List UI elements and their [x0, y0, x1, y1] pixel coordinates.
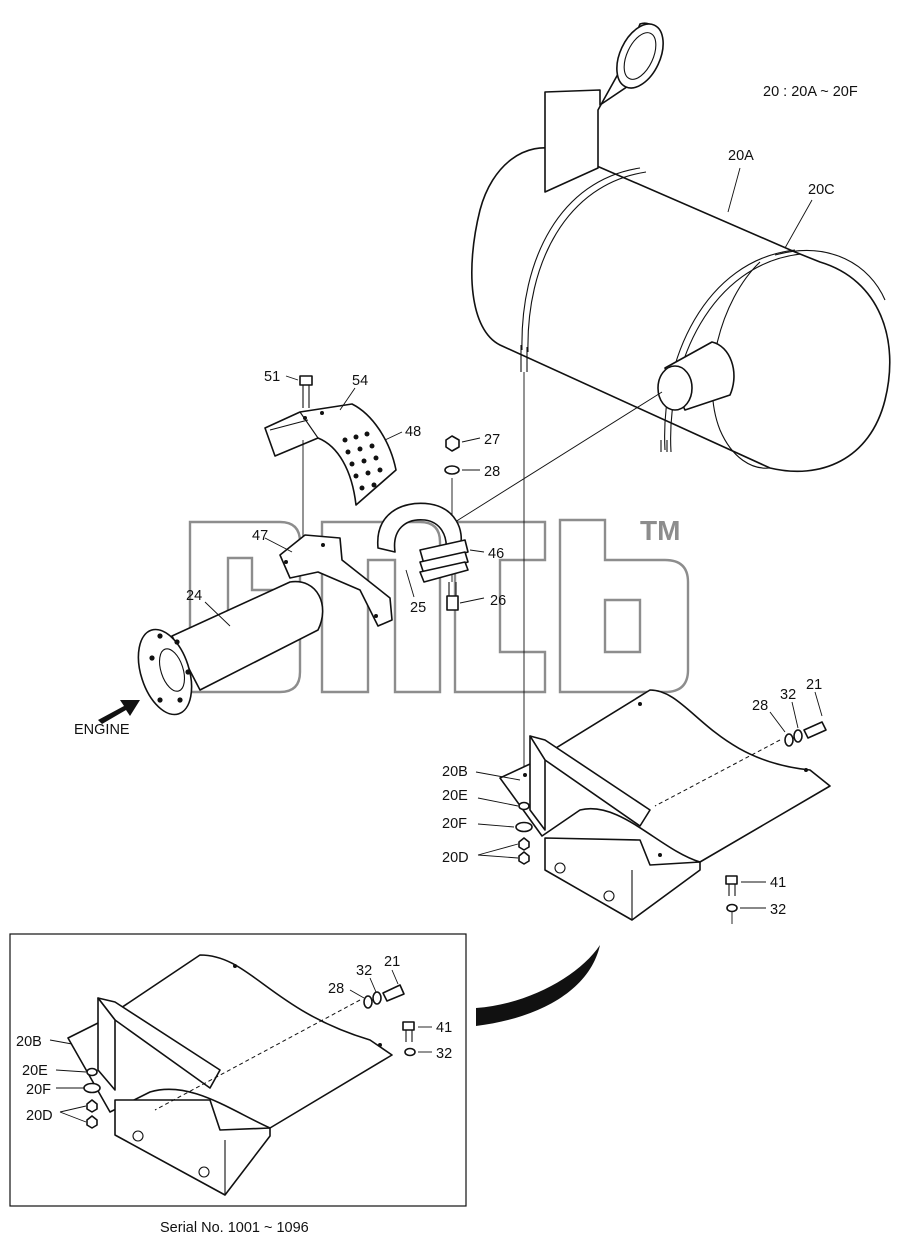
serial-caption: Serial No. 1001 ~ 1096: [160, 1220, 309, 1236]
assembly-line-inlet: [454, 391, 663, 523]
label-47: 47: [252, 528, 268, 544]
label-24: 24: [186, 588, 202, 604]
label-32-inset: 32: [436, 1046, 452, 1062]
curved-arrow-icon: [476, 945, 600, 1026]
mounting-bracket: 28 32 21 20B 20E 20F 20D 41 32: [442, 677, 831, 924]
label-20C: 20C: [808, 182, 835, 198]
watermark-logo: TM: [188, 515, 690, 694]
inset-bracket: 21 32 28 41 32 20B 20E 20F 20D: [16, 954, 452, 1196]
exhaust-pipe: 24 ENGINE: [74, 580, 324, 738]
label-20D-inset: 20D: [26, 1108, 53, 1124]
label-20F-top: 20F: [442, 816, 467, 832]
label-26: 26: [490, 593, 506, 609]
label-20F-inset: 20F: [26, 1082, 51, 1098]
label-28-inset: 28: [328, 981, 344, 997]
label-54: 54: [352, 373, 368, 389]
label-20E-inset: 20E: [22, 1063, 48, 1079]
label-32-inset-top: 32: [356, 963, 372, 979]
label-20B-top: 20B: [442, 764, 468, 780]
kit-note: 20 : 20A ~ 20F: [763, 84, 858, 100]
label-21-inset: 21: [384, 954, 400, 970]
label-28-top: 28: [484, 464, 500, 480]
label-32-bracket-top: 32: [780, 687, 796, 703]
inset-frame: [9, 933, 467, 1207]
label-20B-inset: 20B: [16, 1034, 42, 1050]
label-46: 46: [488, 546, 504, 562]
label-32-top: 32: [770, 902, 786, 918]
label-48: 48: [405, 424, 421, 440]
label-20A: 20A: [728, 148, 754, 164]
label-27: 27: [484, 432, 500, 448]
label-21-bracket: 21: [806, 677, 822, 693]
engine-arrow-icon: [98, 700, 140, 724]
pipe-clamp: 46 26 25: [377, 502, 506, 616]
label-51: 51: [264, 369, 280, 385]
watermark-tm: TM: [640, 515, 680, 546]
nut-washer-top: 27 28: [444, 432, 500, 582]
label-20D-top: 20D: [442, 850, 469, 866]
label-41-inset: 41: [436, 1020, 452, 1036]
support-bracket: 47: [252, 528, 393, 627]
label-20E-top: 20E: [442, 788, 468, 804]
muffler: 20A 20C: [471, 22, 891, 473]
engine-label: ENGINE: [74, 722, 130, 738]
label-28-bracket: 28: [752, 698, 768, 714]
label-25: 25: [410, 600, 426, 616]
heat-shield: 51 54 48: [264, 369, 421, 540]
label-41-top: 41: [770, 875, 786, 891]
